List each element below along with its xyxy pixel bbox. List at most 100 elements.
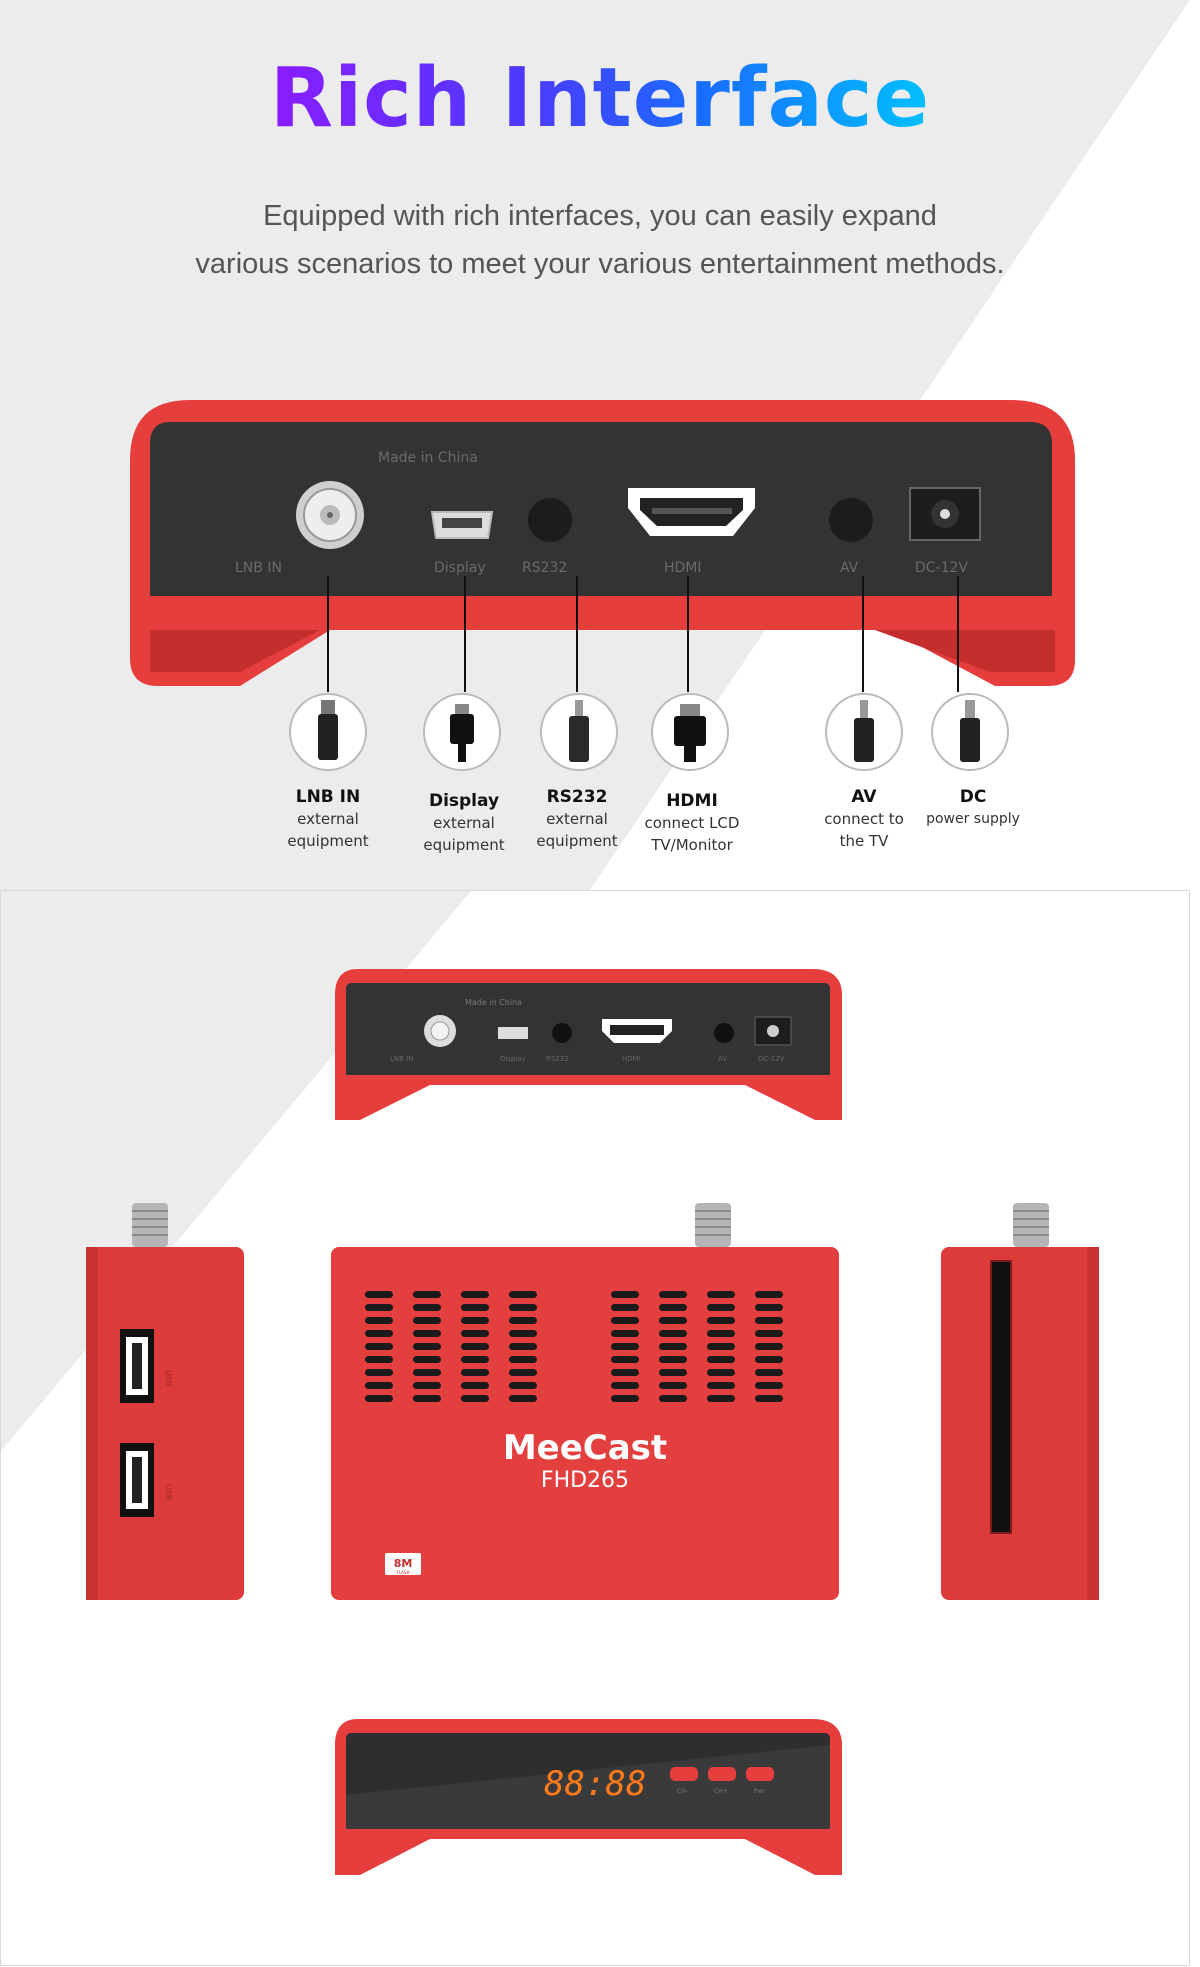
small-port-lnb: LNB IN: [390, 1055, 413, 1063]
connector-label-lnb: LNB IN external equipment: [287, 787, 369, 850]
usb-port-1-icon: [120, 1329, 154, 1403]
vent-slot: [755, 1317, 783, 1324]
clock-display: 88:88: [544, 1764, 646, 1804]
vent-slot: [707, 1304, 735, 1311]
vent-slot: [707, 1369, 735, 1376]
power-button[interactable]: [746, 1767, 774, 1781]
usb-label-1: USB: [164, 1370, 173, 1386]
vent-slot: [611, 1317, 639, 1324]
vent-slot: [509, 1395, 537, 1402]
usb-label-2: USB: [164, 1484, 173, 1500]
right-side-view: [941, 1203, 1099, 1600]
vent-slot: [509, 1369, 537, 1376]
vent-slot: [413, 1330, 441, 1337]
vent-slot: [413, 1356, 441, 1363]
ch-plus-button[interactable]: [708, 1767, 736, 1781]
vent-slot: [755, 1356, 783, 1363]
port-label-dc: DC-12V: [915, 560, 968, 576]
vent-slot: [611, 1330, 639, 1337]
vent-slot: [611, 1369, 639, 1376]
connector-label-av: AV connect to the TV: [824, 787, 904, 850]
rear-view-small: Made in China LNB IN Display RS232 HDMI …: [335, 969, 842, 1120]
vent-slot: [365, 1291, 393, 1298]
usb-port-2-icon: [120, 1443, 154, 1517]
vent-slot: [707, 1382, 735, 1389]
connector-icons: [289, 693, 1009, 771]
vent-slot: [509, 1317, 537, 1324]
vent-slot: [509, 1356, 537, 1363]
port-label-display: Display: [434, 560, 486, 576]
vent-slot: [461, 1395, 489, 1402]
page-title: Rich Interface: [269, 51, 931, 146]
vent-slot: [611, 1382, 639, 1389]
vent-slot: [509, 1330, 537, 1337]
port-label-lnb: LNB IN: [235, 560, 282, 576]
vent-slot: [707, 1317, 735, 1324]
vent-slot: [509, 1343, 537, 1350]
vent-slot: [461, 1304, 489, 1311]
vent-slot: [755, 1369, 783, 1376]
vent-slot: [659, 1356, 687, 1363]
vent-slot: [461, 1291, 489, 1298]
vent-slot: [365, 1304, 393, 1311]
mini-usb-plug-icon: [423, 693, 501, 771]
connector-label-hdmi: HDMI connect LCD TV/Monitor: [644, 791, 740, 854]
subtitle-line-1: Equipped with rich interfaces, you can e…: [263, 200, 937, 232]
vent-slot: [659, 1317, 687, 1324]
vent-slot: [509, 1304, 537, 1311]
vent-slot: [659, 1395, 687, 1402]
vent-slot: [611, 1343, 639, 1350]
ch-plus-label: CH+: [714, 1788, 728, 1795]
connector-label-display: Display external equipment: [423, 791, 505, 854]
vent-slot: [755, 1382, 783, 1389]
vent-slot: [509, 1291, 537, 1298]
flash-badge-icon: 8M FLASH: [385, 1553, 421, 1575]
jack-plug-icon: [540, 693, 618, 771]
ch-minus-button[interactable]: [670, 1767, 698, 1781]
vent-slot: [365, 1330, 393, 1337]
vent-slot: [365, 1382, 393, 1389]
card-slot: [990, 1260, 1012, 1534]
subtitle-line-2: various scenarios to meet your various e…: [195, 248, 1005, 280]
port-label-hdmi: HDMI: [664, 560, 702, 576]
vent-slot: [611, 1304, 639, 1311]
vent-slot: [461, 1356, 489, 1363]
vent-slot: [755, 1291, 783, 1298]
vent-slot: [365, 1317, 393, 1324]
vent-slot: [365, 1369, 393, 1376]
coax-plug-icon: [289, 693, 367, 771]
connector-label-dc: DC power supply: [926, 787, 1020, 827]
vent-slot: [659, 1304, 687, 1311]
vent-slot: [611, 1395, 639, 1402]
coax-connector-icon: [132, 1203, 168, 1247]
vent-slot: [461, 1369, 489, 1376]
vent-slot: [413, 1291, 441, 1298]
svg-text:8M: 8M: [394, 1557, 413, 1570]
vent-slot: [461, 1330, 489, 1337]
vent-slot: [755, 1330, 783, 1337]
vent-slot: [413, 1395, 441, 1402]
small-port-dc: DC-12V: [758, 1055, 785, 1063]
connector-label-rs232: RS232 external equipment: [536, 787, 618, 850]
vent-slot: [509, 1382, 537, 1389]
vent-slot: [707, 1395, 735, 1402]
vent-slot: [413, 1343, 441, 1350]
coax-connector-icon: [1013, 1203, 1049, 1247]
vent-slot: [461, 1317, 489, 1324]
vent-slot: [365, 1356, 393, 1363]
small-port-display: Display: [500, 1055, 526, 1063]
rear-panel-figure: Made in China LNB IN Display RS232 HDMI …: [130, 400, 1075, 692]
vent-slot: [461, 1343, 489, 1350]
hdmi-plug-icon: [651, 693, 729, 771]
vent-slot: [659, 1343, 687, 1350]
svg-text:FLASH: FLASH: [397, 1570, 410, 1575]
small-port-av: AV: [718, 1055, 727, 1063]
vent-slot: [755, 1343, 783, 1350]
vent-slot: [413, 1369, 441, 1376]
port-label-av: AV: [840, 560, 859, 576]
lnb-port-icon: [296, 481, 364, 549]
power-label: Pwr: [754, 1788, 766, 1795]
hdmi-port-icon: [628, 488, 755, 536]
small-made-in: Made in China: [465, 998, 522, 1007]
small-port-rs232: RS232: [546, 1055, 569, 1063]
